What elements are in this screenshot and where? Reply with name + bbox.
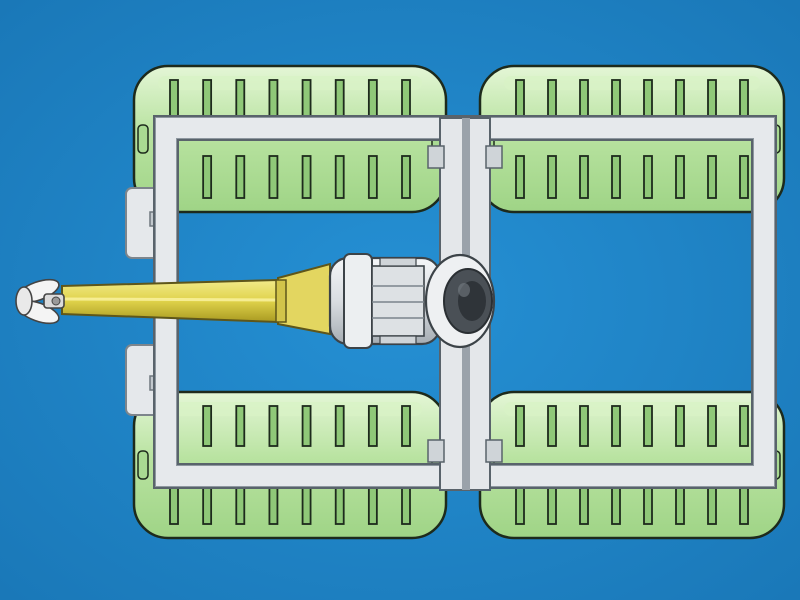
floats-group: [132, 64, 786, 540]
propeller: [15, 278, 65, 325]
motor-housing: [328, 253, 496, 349]
drive-shaft: [61, 262, 331, 336]
